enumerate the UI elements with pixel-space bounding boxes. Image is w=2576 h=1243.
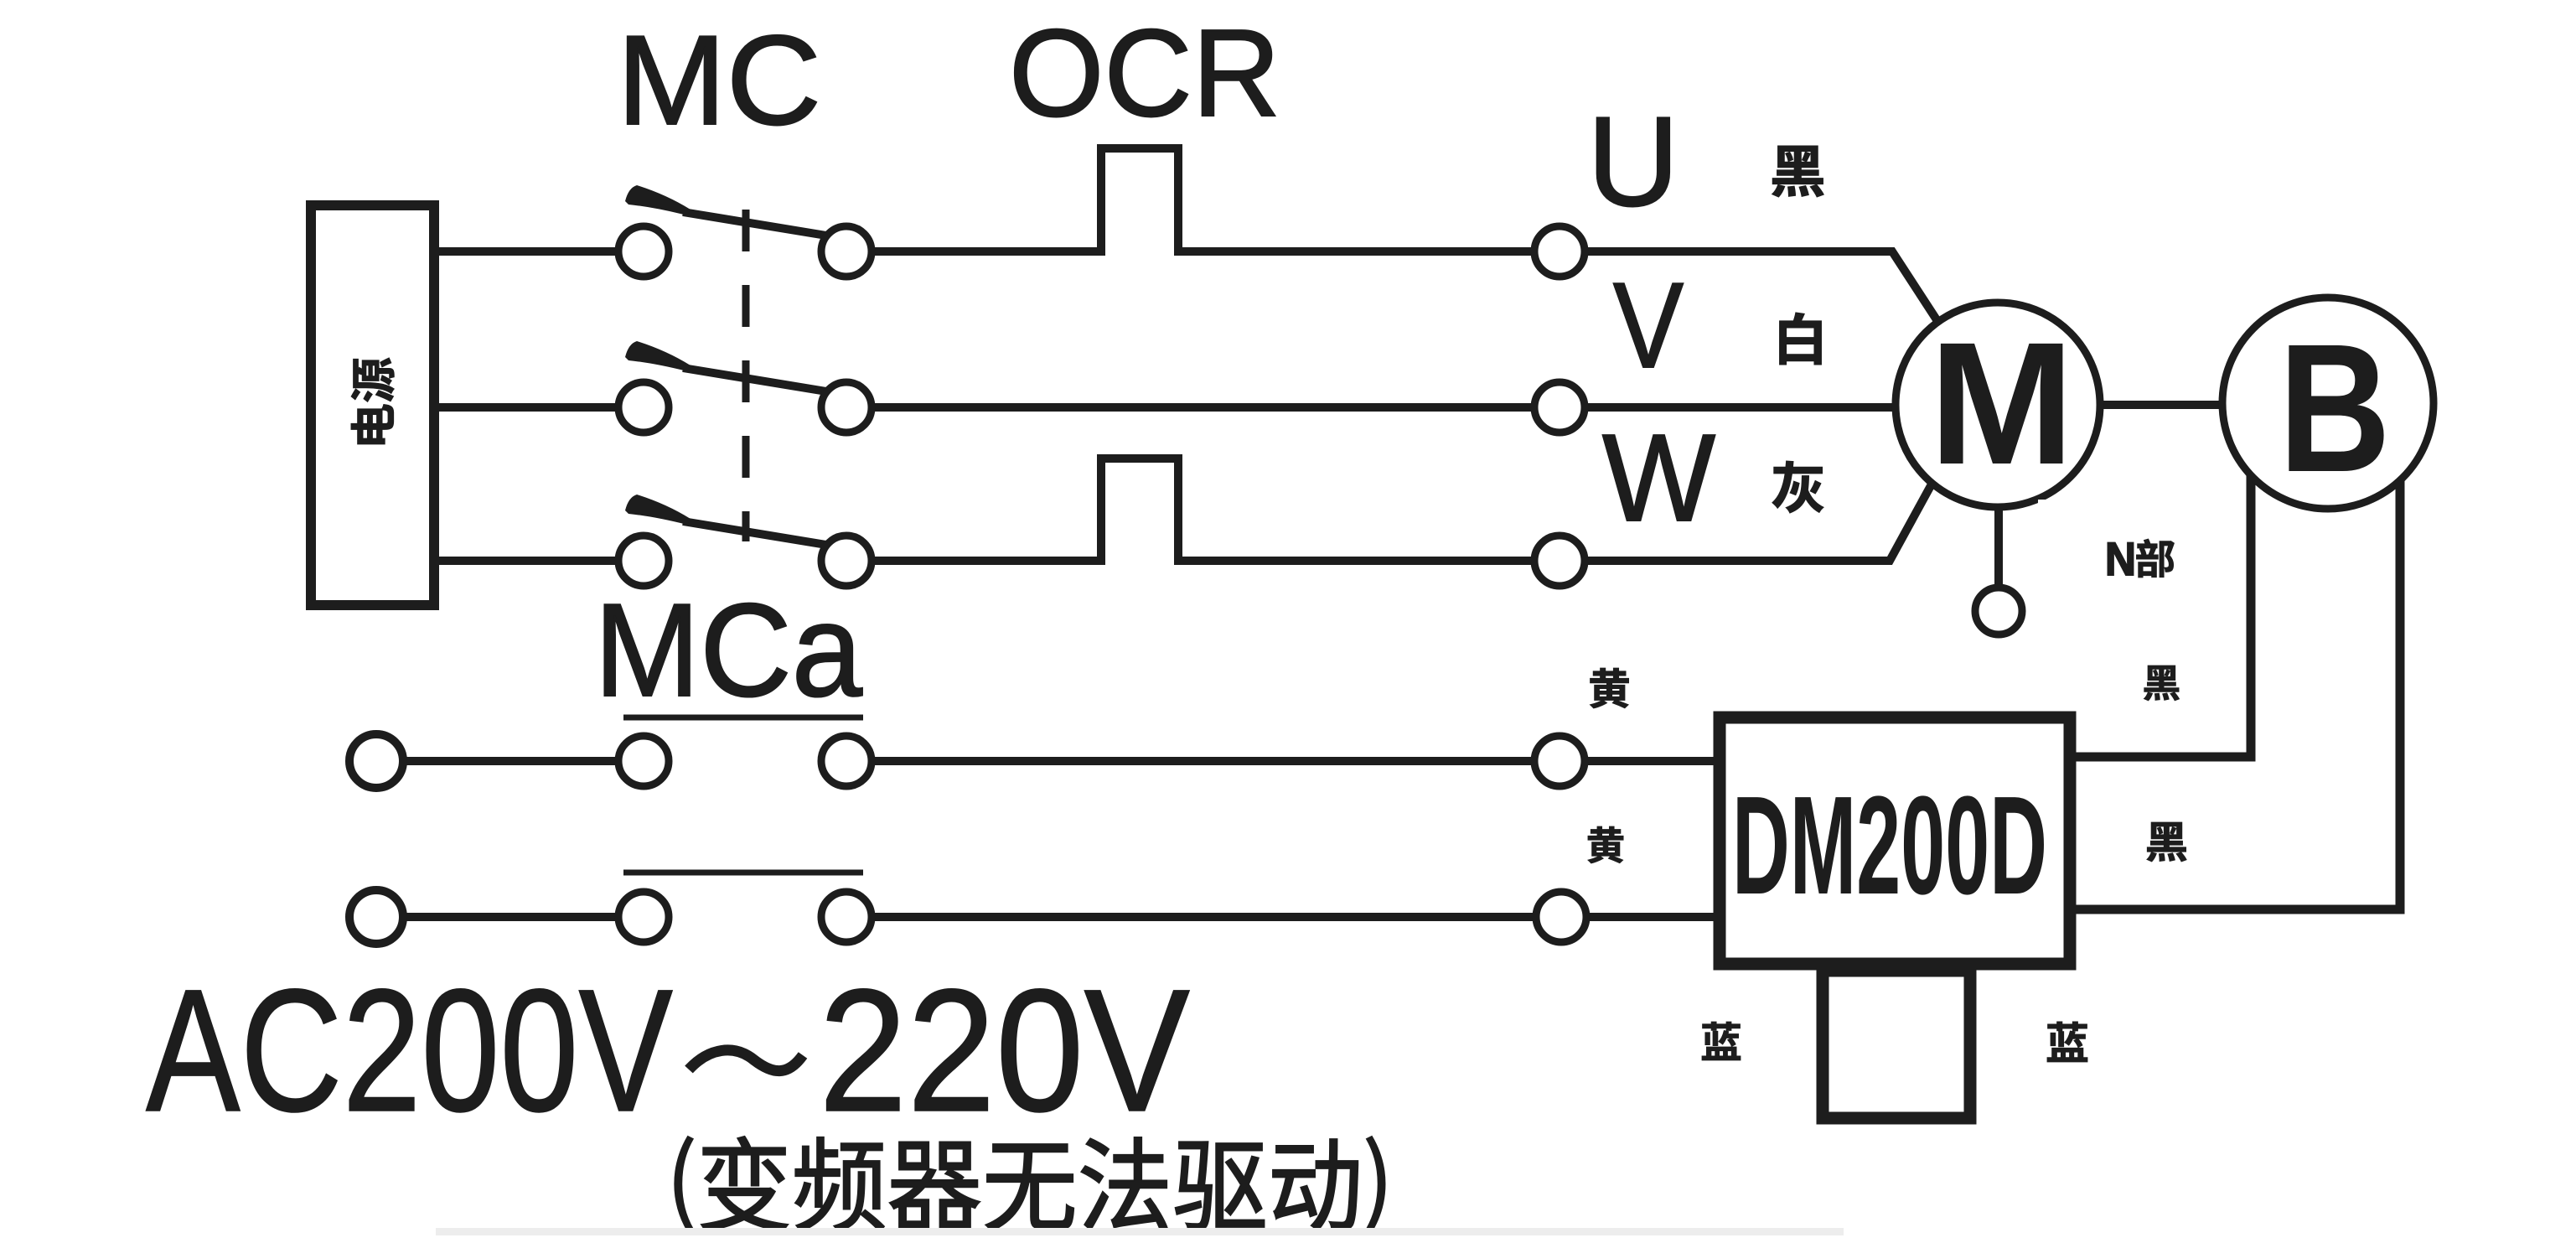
svg-text:W: W [1602,409,1715,547]
svg-text:MC: MC [617,9,821,152]
svg-text:B: B [2279,307,2391,510]
svg-text:220V: 220V [819,954,1190,1148]
svg-text:OCR: OCR [1009,4,1280,142]
svg-text:M: M [1929,307,2074,501]
svg-text:AC200V: AC200V [146,954,673,1148]
svg-text:N: N [2105,532,2136,585]
svg-text:MCa: MCa [594,577,862,724]
svg-text:U: U [1587,91,1679,233]
svg-text:V: V [1613,257,1684,393]
svg-text:DM200D: DM200D [1732,768,2047,924]
